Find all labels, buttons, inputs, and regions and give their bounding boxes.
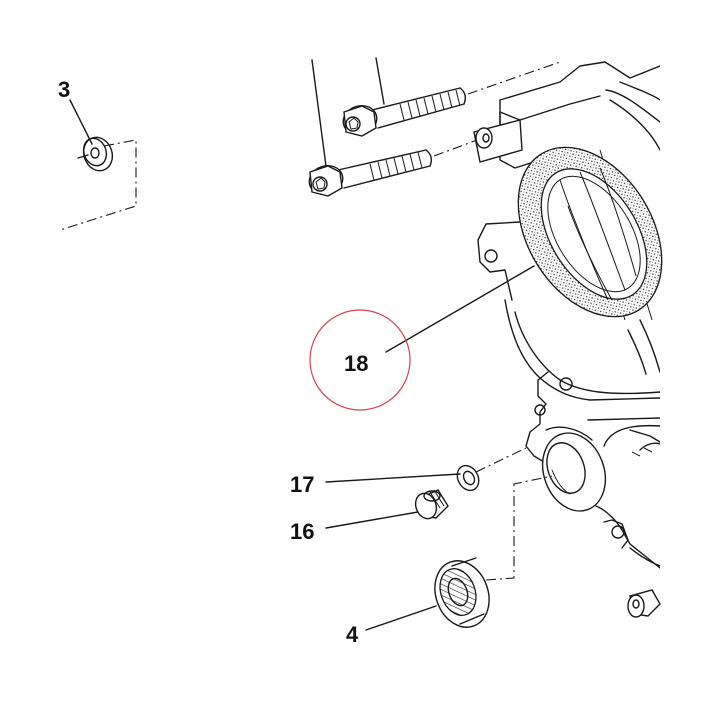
- upper-bolt: [342, 87, 467, 137]
- callout-4[interactable]: 4: [346, 622, 359, 647]
- bolt-guide-line-lower: [311, 59, 327, 167]
- leader-line-16: [325, 511, 419, 529]
- leader-line-3: [69, 99, 93, 145]
- callout-17[interactable]: 17: [290, 472, 314, 497]
- seal-part-18: [517, 146, 663, 318]
- bolt-guide-line-upper: [375, 57, 385, 105]
- leader-line-18: [385, 265, 535, 353]
- leader-line-17: [325, 473, 461, 483]
- centerline-upper: [467, 61, 561, 95]
- callout-16[interactable]: 16: [290, 519, 314, 544]
- plug-part-16: [414, 489, 449, 520]
- callout-18[interactable]: 18: [344, 351, 368, 376]
- washer-part-3: [77, 136, 114, 172]
- leader-line-4: [365, 605, 437, 631]
- centerline-o-ring: [475, 447, 527, 473]
- lower-bolt: [308, 149, 433, 197]
- o-ring-part-17: [456, 464, 480, 492]
- bush-bottom-right: [627, 589, 661, 618]
- seal-part-4: [434, 557, 490, 628]
- callout-3[interactable]: 3: [58, 77, 70, 102]
- callout-highlight-circle: [309, 309, 411, 411]
- cover-seal-bore: [541, 426, 607, 512]
- centerline-washer: [59, 139, 137, 231]
- centerline-seal-4: [485, 475, 553, 581]
- dowel-bushing: [473, 111, 523, 163]
